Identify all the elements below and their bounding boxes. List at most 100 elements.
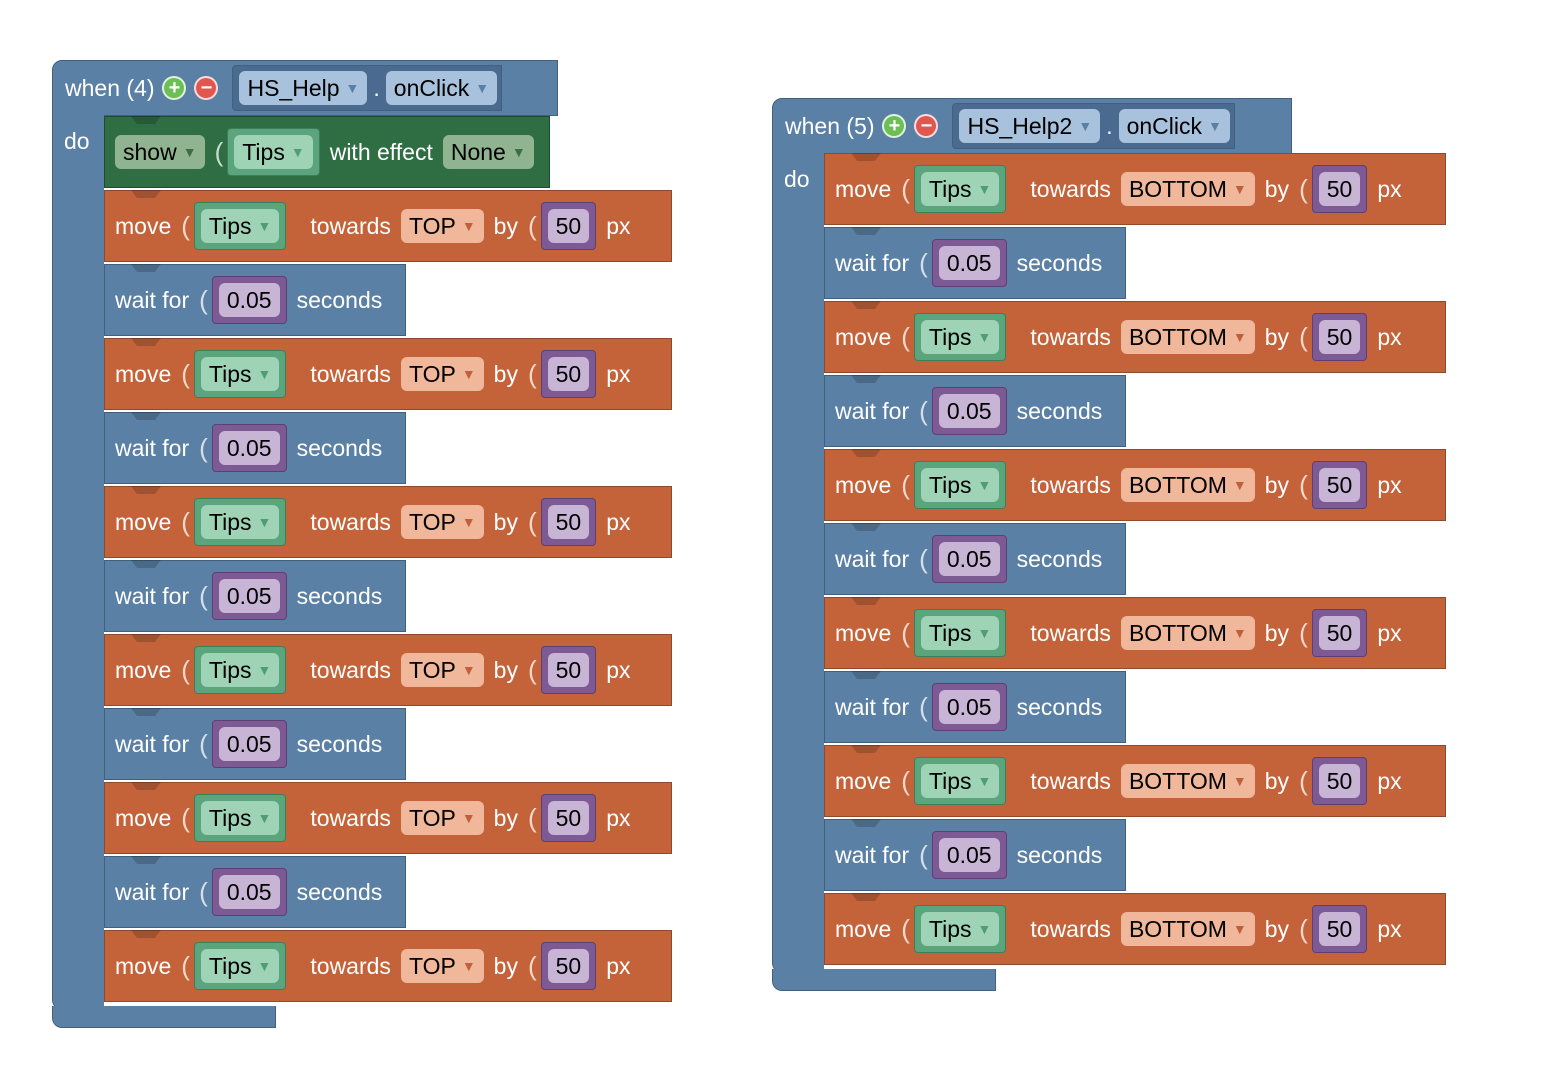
towards-label: towards [310, 508, 391, 535]
wait-value[interactable]: 0.05 [218, 875, 280, 909]
wait-label: wait for [835, 693, 910, 720]
event-header[interactable]: when (4) + − HS_Help ▼ . onClick ▼ [52, 60, 558, 116]
target-dropdown[interactable]: Tips▼ [920, 616, 1000, 650]
amount-value-socket: 50 [1311, 165, 1368, 213]
chevron-down-icon: ▼ [475, 80, 490, 96]
socket-connector: ( [919, 247, 928, 278]
wait-value-socket: 0.05 [931, 535, 1007, 583]
target-dropdown[interactable]: Tips▼ [200, 653, 280, 687]
wait-value[interactable]: 0.05 [938, 542, 1000, 576]
amount-value[interactable]: 50 [547, 505, 590, 539]
component-dropdown[interactable]: HS_Help2 ▼ [959, 109, 1101, 143]
amount-value-socket: 50 [1311, 313, 1368, 361]
direction-dropdown[interactable]: BOTTOM▼ [1120, 912, 1255, 946]
wait-value[interactable]: 0.05 [218, 431, 280, 465]
by-label: by [493, 952, 518, 979]
event-name-dropdown[interactable]: onClick ▼ [385, 71, 498, 105]
wait-value[interactable]: 0.05 [938, 838, 1000, 872]
amount-value[interactable]: 50 [547, 653, 590, 687]
direction-dropdown[interactable]: BOTTOM▼ [1120, 616, 1255, 650]
wait-value[interactable]: 0.05 [938, 690, 1000, 724]
component-dropdown[interactable]: HS_Help ▼ [239, 71, 368, 105]
direction-dropdown[interactable]: TOP▼ [400, 357, 484, 391]
plus-circle-icon[interactable]: + [882, 114, 907, 138]
socket-connector: ( [214, 136, 224, 167]
direction-dropdown[interactable]: BOTTOM▼ [1120, 172, 1255, 206]
px-label: px [606, 360, 631, 387]
target-dropdown[interactable]: Tips▼ [200, 209, 280, 243]
amount-value[interactable]: 50 [1318, 912, 1361, 946]
direction-dropdown[interactable]: TOP▼ [400, 653, 484, 687]
target-dropdown[interactable]: Tips▼ [920, 912, 1000, 946]
amount-value[interactable]: 50 [547, 209, 590, 243]
wait-value[interactable]: 0.05 [218, 283, 280, 317]
direction-dropdown[interactable]: TOP▼ [400, 949, 484, 983]
amount-value[interactable]: 50 [1318, 320, 1361, 354]
event-block-help[interactable]: when (4) + − HS_Help ▼ . onClick ▼ do sh… [52, 60, 692, 1030]
direction-dropdown[interactable]: BOTTOM▼ [1120, 320, 1255, 354]
target-dropdown-value: Tips [928, 175, 972, 202]
socket-connector: ( [1299, 173, 1308, 204]
amount-value[interactable]: 50 [1318, 468, 1361, 502]
seconds-label: seconds [296, 434, 383, 461]
event-name-dropdown[interactable]: onClick ▼ [1118, 109, 1230, 143]
show-action-dropdown[interactable]: show▼ [115, 135, 205, 169]
wait-value[interactable]: 0.05 [938, 394, 1000, 428]
target-dropdown[interactable]: Tips▼ [920, 320, 1000, 354]
amount-value[interactable]: 50 [547, 949, 590, 983]
amount-value[interactable]: 50 [1318, 764, 1361, 798]
direction-dropdown[interactable]: BOTTOM▼ [1120, 468, 1255, 502]
minus-circle-icon[interactable]: − [194, 76, 219, 100]
target-dropdown[interactable]: Tips▼ [920, 764, 1000, 798]
direction-dropdown[interactable]: TOP▼ [400, 801, 484, 835]
target-dropdown[interactable]: Tips▼ [920, 172, 1000, 206]
minus-circle-icon[interactable]: − [914, 114, 939, 138]
target-dropdown[interactable]: Tips▼ [200, 357, 280, 391]
event-header[interactable]: when (5) + − HS_Help2 ▼ . onClick ▼ [772, 98, 1292, 154]
target-dropdown-value: Tips [242, 138, 285, 165]
target-dropdown[interactable]: Tips▼ [200, 505, 280, 539]
wait-value[interactable]: 0.05 [938, 246, 1000, 280]
wait-value[interactable]: 0.05 [218, 727, 280, 761]
amount-value[interactable]: 50 [1318, 172, 1361, 206]
amount-value[interactable]: 50 [1318, 616, 1361, 650]
target-dropdown[interactable]: Tips▼ [234, 135, 313, 169]
target-dropdown[interactable]: Tips▼ [200, 801, 280, 835]
socket-connector: ( [527, 210, 537, 241]
target-dropdown[interactable]: Tips▼ [200, 949, 280, 983]
target-dropdown[interactable]: Tips▼ [920, 468, 1000, 502]
direction-dropdown[interactable]: BOTTOM▼ [1120, 764, 1255, 798]
effect-dropdown[interactable]: None▼ [442, 135, 534, 169]
amount-value[interactable]: 50 [547, 801, 590, 835]
direction-dropdown[interactable]: TOP▼ [400, 505, 484, 539]
direction-dropdown[interactable]: TOP▼ [400, 209, 484, 243]
plus-circle-icon[interactable]: + [162, 76, 187, 100]
wait-value[interactable]: 0.05 [218, 579, 280, 613]
amount-value[interactable]: 50 [547, 357, 590, 391]
event-block-help2[interactable]: when (5) + − HS_Help2 ▼ . onClick ▼ do m… [772, 98, 1452, 998]
by-label: by [493, 212, 518, 239]
